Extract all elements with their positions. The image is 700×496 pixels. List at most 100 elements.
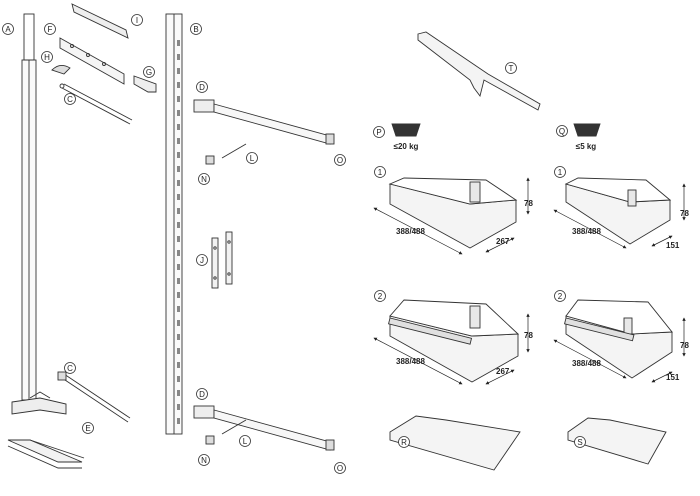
rod-c-top	[59, 83, 133, 125]
post-slot	[177, 82, 180, 88]
pin-l-bottom	[221, 419, 247, 435]
svg-text:2: 2	[558, 292, 563, 301]
basket-number-large-2: 2	[374, 290, 386, 302]
svg-text:2: 2	[378, 292, 383, 301]
post-slot	[177, 236, 180, 242]
svg-text:R: R	[401, 438, 407, 447]
svg-text:H: H	[44, 53, 50, 62]
callout-p: P	[373, 126, 385, 138]
svg-text:P: P	[376, 128, 381, 137]
post-slot	[177, 96, 180, 102]
post-slot	[177, 166, 180, 172]
svg-text:D: D	[199, 390, 205, 399]
post-slot	[177, 376, 180, 382]
post-slot	[177, 180, 180, 186]
callout-l-top: L	[246, 152, 258, 164]
svg-text:C: C	[67, 95, 73, 104]
dim-small2-height: 78	[680, 341, 689, 350]
post-slot	[177, 222, 180, 228]
callout-n-bottom: N	[198, 454, 210, 466]
svg-text:C: C	[67, 364, 73, 373]
svg-text:G: G	[146, 68, 152, 77]
svg-text:O: O	[337, 156, 343, 165]
cap-n-bottom	[205, 435, 215, 445]
part-h-clip	[51, 65, 71, 75]
svg-text:J: J	[200, 256, 204, 265]
dim-large1-height: 78	[524, 199, 533, 208]
callout-b: B	[190, 23, 202, 35]
post-slot	[177, 292, 180, 298]
svg-text:Q: Q	[559, 127, 565, 136]
dim-large2-depth: 267	[496, 367, 510, 376]
part-i-bar	[71, 3, 129, 39]
weight-icon-large	[391, 123, 421, 137]
svg-text:L: L	[250, 154, 255, 163]
cap-n-top	[205, 155, 215, 165]
svg-text:O: O	[337, 464, 343, 473]
callout-j: J	[196, 254, 208, 266]
post-slot	[177, 278, 180, 284]
svg-text:N: N	[201, 175, 207, 184]
callout-e: E	[82, 422, 94, 434]
basket-number-small-2: 2	[554, 290, 566, 302]
post-slot	[177, 54, 180, 60]
callout-q: Q	[556, 125, 568, 137]
basket-number-small-1: 1	[554, 166, 566, 178]
pin-l-top	[221, 143, 247, 159]
hanger-t	[417, 31, 541, 111]
post-slot	[177, 152, 180, 158]
arm-d-top	[193, 99, 335, 145]
callout-c-bottom: C	[64, 362, 76, 374]
svg-text:F: F	[48, 25, 53, 34]
post-slot	[177, 306, 180, 312]
post-slot	[177, 418, 180, 424]
dim-small2-width: 388/488	[572, 359, 601, 368]
callout-t: T	[505, 62, 517, 74]
svg-text:B: B	[193, 25, 198, 34]
callout-o-bottom: O	[334, 462, 346, 474]
post-slot	[177, 40, 180, 46]
svg-text:A: A	[5, 25, 11, 34]
svg-text:1: 1	[378, 168, 383, 177]
post-slot	[177, 194, 180, 200]
callout-c-top: C	[64, 93, 76, 105]
callout-n-top: N	[198, 173, 210, 185]
dimension-lines	[373, 177, 686, 385]
callout-l-bottom: L	[239, 435, 251, 447]
post-slot	[177, 250, 180, 256]
post-slot	[177, 348, 180, 354]
callout-i: I	[131, 14, 143, 26]
dim-small1-depth: 151	[666, 241, 680, 250]
dim-large1-depth: 267	[496, 237, 510, 246]
link-plates-j	[211, 231, 233, 289]
svg-text:N: N	[201, 456, 207, 465]
weight-label-large: ≤20 kg	[394, 142, 419, 151]
post-slot	[177, 320, 180, 326]
post-b	[165, 13, 183, 435]
callout-a: A	[2, 23, 14, 35]
post-slot	[177, 138, 180, 144]
post-a	[11, 13, 67, 415]
callout-d-bottom: D	[196, 388, 208, 400]
mat-r	[389, 415, 521, 471]
callout-r: R	[398, 436, 410, 448]
dim-large1-width: 388/488	[396, 227, 425, 236]
dim-small1-width: 388/488	[572, 227, 601, 236]
rod-c-bottom	[57, 371, 131, 423]
basket-number-large-1: 1	[374, 166, 386, 178]
svg-text:T: T	[509, 64, 514, 73]
svg-text:S: S	[577, 438, 582, 447]
foot-rail-e	[7, 439, 85, 469]
arm-d-bottom	[193, 405, 335, 451]
dim-large2-width: 388/488	[396, 357, 425, 366]
post-slot	[177, 404, 180, 410]
post-slot	[177, 110, 180, 116]
dim-small2-depth: 151	[666, 373, 680, 382]
svg-text:1: 1	[558, 168, 563, 177]
callout-d-top: D	[196, 81, 208, 93]
weight-icon-small	[573, 123, 601, 137]
weight-label-small: ≤5 kg	[576, 142, 597, 151]
post-slot	[177, 362, 180, 368]
callout-g: G	[143, 66, 155, 78]
